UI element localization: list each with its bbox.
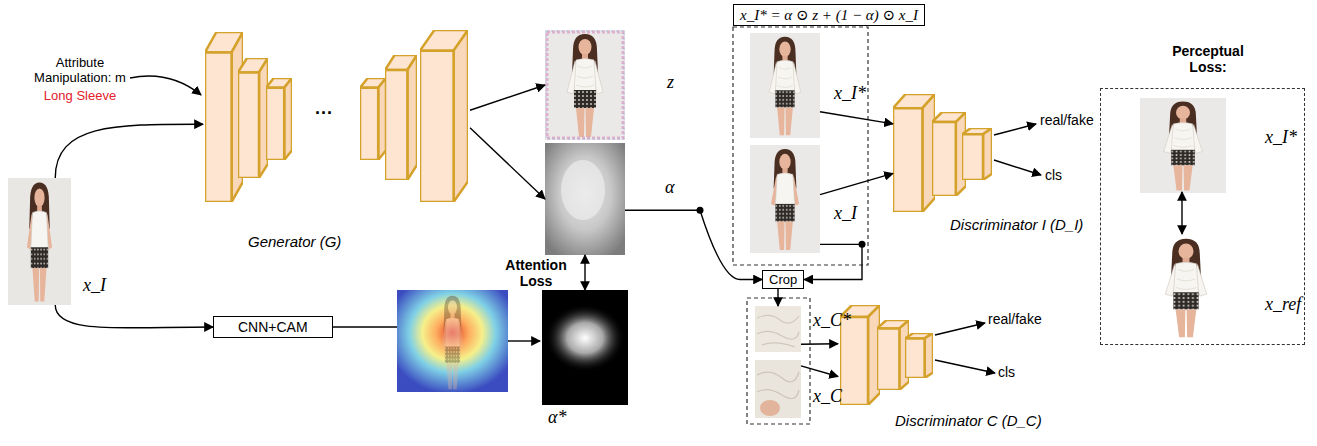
generator-network: Generator (G) (203, 28, 470, 203)
node-label: Crop (769, 272, 797, 287)
node-label: Discriminator I (D_I) (950, 216, 1083, 234)
output-label: real/fake (988, 311, 1042, 328)
node-label: Perceptual Loss: (1163, 43, 1253, 75)
reference-image: x_ref (1139, 234, 1231, 339)
node-label: x_C* (813, 310, 851, 331)
node-label: α* (548, 407, 566, 428)
connector-arrow (801, 366, 838, 377)
connector-arrow (804, 244, 862, 279)
connector-arrow (55, 124, 203, 178)
crop-image: x_C (755, 360, 801, 418)
connector-arrow (470, 85, 545, 110)
junction-dot (859, 241, 866, 248)
attention-mask: α (545, 143, 625, 255)
connector-arrow (820, 173, 893, 194)
node-label: x_ref (1265, 294, 1301, 315)
connector-arrow (777, 289, 778, 306)
connector-arrow (470, 128, 545, 199)
node-label: CNN+CAM (238, 319, 308, 335)
output-image: z (545, 30, 625, 140)
connector-arrow (1181, 192, 1182, 234)
output-label: real/fake (1040, 112, 1094, 129)
node-label: x_I (834, 203, 857, 224)
loss-panel: Perceptual Loss:x_I*x_ref (1100, 88, 1305, 345)
discriminator-network: Discriminator C (D_C) (838, 302, 935, 404)
edge-label: Attention Loss (495, 257, 577, 289)
node-label: x_I* (1265, 127, 1297, 148)
connector-arrow (55, 305, 213, 328)
node-label: x_I (83, 275, 106, 296)
target-mask: α* (542, 290, 628, 405)
node-label: Discriminator C (D_C) (895, 412, 1042, 430)
formula-box: x_I* = α ⊙ z + (1 − α) ⊙ x_I (733, 4, 925, 26)
discriminator-network: Discriminator I (D_I) (893, 92, 993, 210)
blended-image: x_I* (1139, 97, 1225, 192)
node-label: α (665, 177, 674, 198)
node-label: x_C (813, 386, 842, 407)
output-label: cls (998, 364, 1015, 381)
process-box: CNN+CAM (213, 316, 333, 338)
connector-arrow (625, 210, 762, 279)
connector-arrow (801, 343, 838, 345)
attribute-label: Long Sleeve (28, 88, 132, 103)
crop-image: x_C* (755, 306, 801, 352)
node-label: x_I* = α ⊙ z + (1 − α) ⊙ x_I (740, 6, 918, 24)
junction-dot (697, 207, 704, 214)
node-label: Generator (G) (248, 233, 341, 251)
ellipsis: ... (315, 100, 333, 117)
output-label: cls (1045, 167, 1062, 184)
node-label: x_I* (834, 83, 866, 104)
connector-arrow (584, 255, 585, 290)
input-label: Attribute Manipulation: m (28, 55, 132, 85)
process-box: Crop (762, 270, 804, 289)
input-image: x_I (8, 178, 71, 305)
node-label: z (667, 72, 674, 93)
connector-arrow (820, 112, 893, 124)
input-image: x_I (750, 145, 820, 253)
blended-image: x_I* (750, 33, 820, 138)
